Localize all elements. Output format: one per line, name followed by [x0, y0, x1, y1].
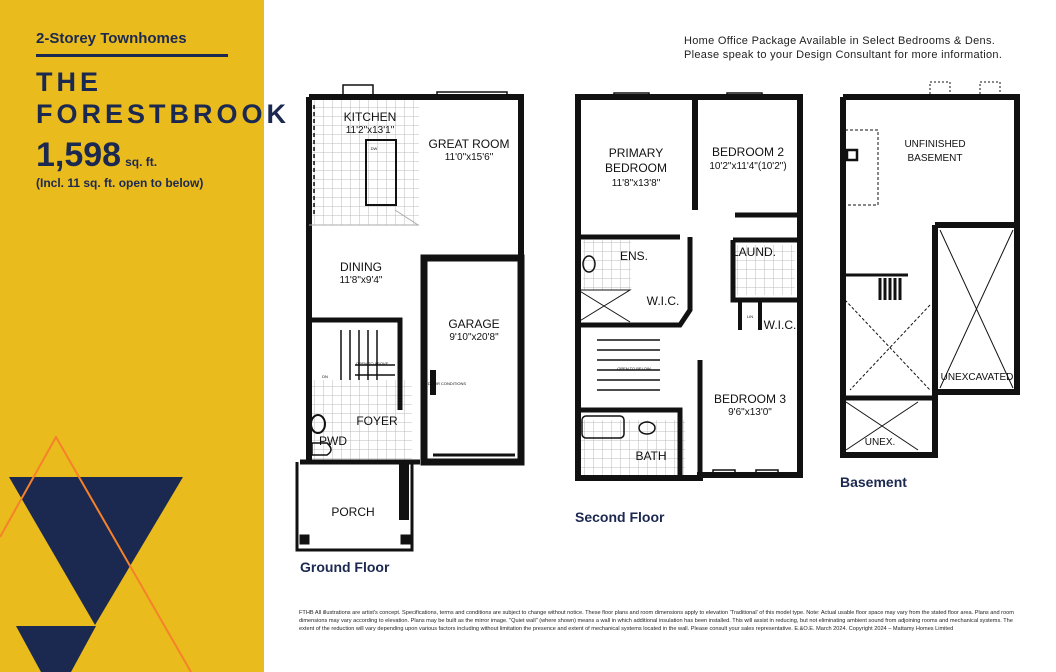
brand-logo	[0, 434, 192, 672]
second-floor-plan	[575, 92, 803, 481]
dining-label: DINING	[340, 260, 382, 274]
divider	[36, 54, 228, 57]
second-floor-label: Second Floor	[575, 509, 665, 525]
pwd-label: PWD	[319, 434, 347, 448]
sqft-value: 1,598	[36, 136, 122, 174]
ensuite-label: ENS.	[620, 249, 648, 263]
logo-orange-line	[0, 434, 192, 672]
basement-label: Basement	[840, 474, 907, 490]
kitchen-dim: 11'2"x13'1"	[346, 125, 395, 136]
primary-bedroom-dim: 11'8"x13'8"	[612, 178, 661, 189]
logo-triangle-large	[9, 477, 183, 625]
unfinished-basement-label-2: BASEMENT	[907, 153, 962, 164]
note-line2: Please speak to your Design Consultant f…	[684, 49, 1003, 61]
sqft-unit: sq. ft.	[125, 155, 158, 169]
ground-floor-plan	[295, 84, 525, 552]
dw-label: DW	[371, 146, 378, 151]
open-above-label: OPEN TO ABOVE	[356, 361, 389, 366]
unex-label: UNEX.	[865, 437, 896, 448]
porch-label: PORCH	[331, 505, 374, 519]
ground-floor-labels: KITCHEN 11'2"x13'1" GREAT ROOM 11'0"x15'…	[319, 110, 509, 519]
model-name: THE FORESTBROOK	[36, 66, 290, 130]
logo-triangle-small	[16, 626, 96, 672]
model-name-line2: FORESTBROOK	[36, 99, 291, 129]
bedroom2-dim: 10'2"x11'4"(10'2")	[709, 161, 786, 172]
basement-plan	[840, 81, 1020, 458]
primary-bedroom-label-2: BEDROOM	[605, 161, 667, 175]
door-conditions-label: DOOR CONDITIONS	[428, 381, 467, 386]
unexcavated-label: UNEXCAVATED	[941, 372, 1014, 383]
ground-floor-label: Ground Floor	[300, 559, 390, 575]
dn-label: DN	[322, 374, 328, 379]
sqft-note: (Incl. 11 sq. ft. open to below)	[36, 176, 204, 190]
bedroom3-label: BEDROOM 3	[714, 392, 786, 406]
unfinished-basement-label-1: UNFINISHED	[904, 139, 965, 150]
primary-bedroom-label-1: PRIMARY	[609, 146, 663, 160]
disclaimer: FTHB All illustrations are artist's conc…	[299, 610, 1014, 632]
laundry-label: LAUND.	[732, 245, 776, 259]
note-line1: Home Office Package Available in Select …	[684, 35, 996, 47]
great-room-label: GREAT ROOM	[429, 137, 510, 151]
second-floor-labels: PRIMARY BEDROOM 11'8"x13'8" BEDROOM 2 10…	[605, 145, 796, 463]
linen-label: LIN	[747, 314, 753, 319]
garage-dim: 9'10"x20'8"	[449, 332, 499, 343]
bedroom2-label: BEDROOM 2	[712, 145, 784, 159]
wic2-label: W.I.C.	[764, 318, 797, 332]
model-name-line1: THE	[36, 67, 102, 97]
dining-dim: 11'8"x9'4"	[340, 275, 383, 286]
basement-labels: UNFINISHED BASEMENT UNEXCAVATED UNEX.	[865, 139, 1014, 448]
kitchen-label: KITCHEN	[344, 110, 397, 124]
wic1-label: W.I.C.	[647, 294, 680, 308]
garage-label: GARAGE	[448, 317, 499, 331]
brand-sidebar: 2-Storey Townhomes THE FORESTBROOK 1,598…	[0, 0, 286, 672]
bedroom3-dim: 9'6"x13'0"	[728, 407, 772, 418]
home-office-note: Home Office Package Available in Select …	[684, 34, 1002, 62]
home-type: 2-Storey Townhomes	[36, 30, 187, 47]
foyer-label: FOYER	[356, 414, 398, 428]
bath-label: BATH	[635, 449, 666, 463]
open-below-label: OPEN TO BELOW	[617, 366, 651, 371]
great-room-dim: 11'0"x15'6"	[445, 152, 494, 163]
